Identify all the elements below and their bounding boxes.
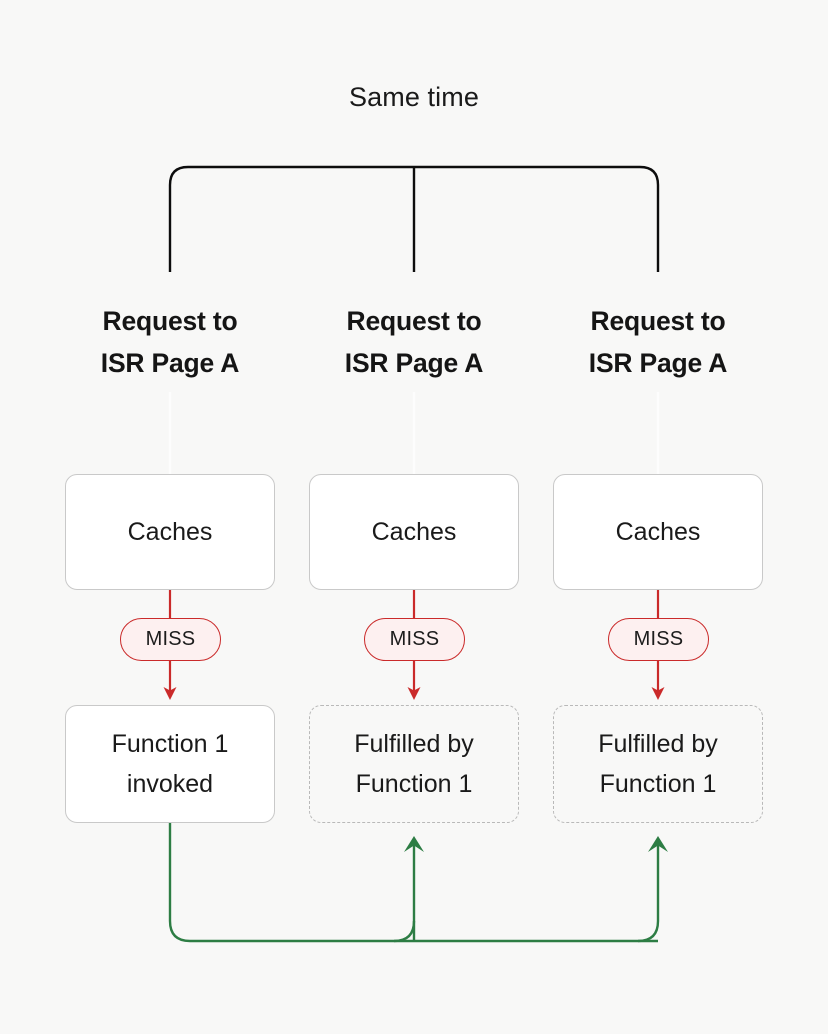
result-box-3-line1: Fulfilled by — [598, 730, 718, 758]
column-heading-3: Request to ISR Page A — [543, 300, 773, 384]
miss-badge-1-label: MISS — [145, 628, 196, 650]
result-box-1-line1: Function 1 — [111, 730, 229, 758]
result-box-2[interactable]: Fulfilled by Function 1 — [309, 705, 519, 823]
miss-badge-3-label: MISS — [633, 628, 684, 650]
miss-badge-2-label: MISS — [389, 628, 440, 650]
cache-box-3[interactable]: Caches — [553, 474, 763, 590]
column-heading-2-line1: Request to — [346, 306, 482, 336]
same-time-label: Same time — [349, 82, 479, 112]
column-heading-2-line2: ISR Page A — [344, 348, 484, 378]
miss-badge-2[interactable]: MISS — [364, 618, 465, 661]
column-heading-3-line2: ISR Page A — [588, 348, 728, 378]
cache-box-2-label: Caches — [371, 518, 457, 546]
result-box-3-line2: Function 1 — [599, 770, 717, 798]
column-heading-1-line1: Request to — [102, 306, 238, 336]
column-heading-2: Request to ISR Page A — [299, 300, 529, 384]
cache-box-2[interactable]: Caches — [309, 474, 519, 590]
column-heading-1: Request to ISR Page A — [55, 300, 285, 384]
column-heading-1-line2: ISR Page A — [100, 348, 240, 378]
cache-box-3-label: Caches — [615, 518, 701, 546]
result-box-3[interactable]: Fulfilled by Function 1 — [553, 705, 763, 823]
result-box-2-line1: Fulfilled by — [354, 730, 474, 758]
column-heading-3-line1: Request to — [590, 306, 726, 336]
result-box-1[interactable]: Function 1 invoked — [65, 705, 275, 823]
miss-badge-1[interactable]: MISS — [120, 618, 221, 661]
miss-badge-3[interactable]: MISS — [608, 618, 709, 661]
result-box-1-line2: invoked — [126, 770, 214, 798]
result-box-2-line2: Function 1 — [355, 770, 473, 798]
cache-box-1-label: Caches — [127, 518, 213, 546]
cache-box-1[interactable]: Caches — [65, 474, 275, 590]
